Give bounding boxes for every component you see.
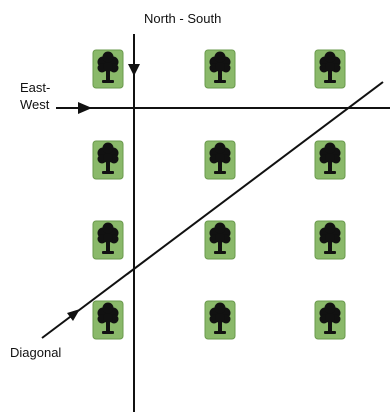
tree-tile	[92, 220, 124, 260]
tree-tile	[92, 140, 124, 180]
east-west-line	[56, 102, 390, 114]
east-west-label-line2: West	[20, 97, 50, 112]
tree-tile	[204, 220, 236, 260]
tree-tile	[314, 49, 346, 89]
east-west-label-line1: East-	[20, 80, 51, 95]
tree-tile	[92, 49, 124, 89]
east-west-arrowhead	[78, 102, 92, 114]
diagonal-arrowhead	[67, 309, 80, 321]
tree-tile	[92, 300, 124, 340]
tree-tile	[204, 49, 236, 89]
north-south-arrowhead	[128, 64, 140, 76]
tree-tile	[204, 300, 236, 340]
diagonal-line	[41, 81, 384, 339]
tree-tile	[314, 220, 346, 260]
diagonal-label: Diagonal	[10, 345, 62, 360]
tree-tiles	[92, 49, 346, 340]
tree-tile	[314, 140, 346, 180]
north-south-line	[128, 34, 140, 412]
north-south-label: North - South	[144, 11, 222, 26]
tree-tile	[314, 300, 346, 340]
tree-tile	[204, 140, 236, 180]
